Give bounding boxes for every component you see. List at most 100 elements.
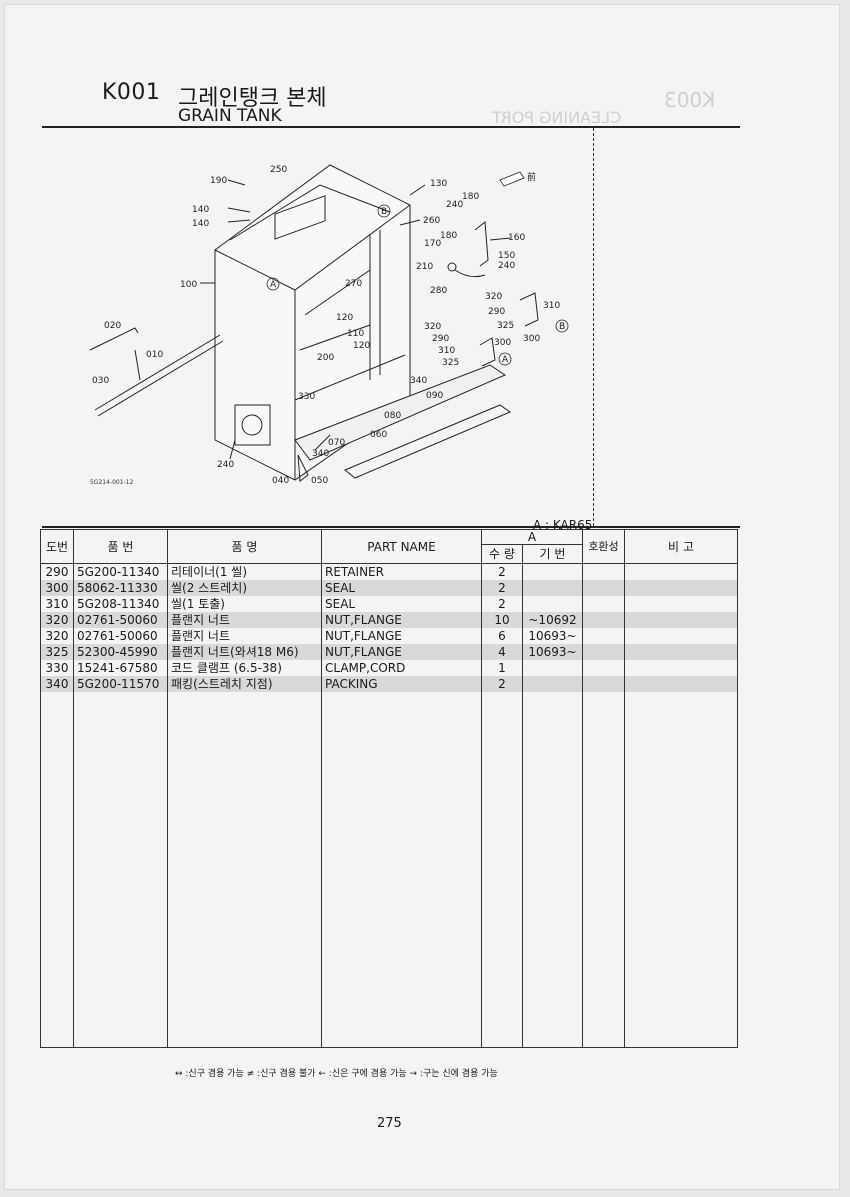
remarks-cell (624, 644, 738, 660)
callout: 300 (494, 338, 511, 348)
callout: 120 (336, 313, 353, 323)
col-serial: 기 번 (522, 544, 583, 564)
callout: 100 (180, 280, 197, 290)
ref-cell: 340 (40, 676, 74, 692)
serial-cell (522, 596, 583, 612)
part-name-en-cell: NUT,FLANGE (321, 644, 482, 660)
callout: 290 (432, 334, 449, 344)
callout: 300 (523, 334, 540, 344)
empty-cell (522, 692, 583, 1048)
section-title-korean: 그레인탱크 본체 (178, 86, 327, 111)
callout: 190 (210, 176, 227, 186)
interchange-cell (582, 628, 625, 644)
table-subheader-row: 수 량 기 번 (41, 544, 738, 564)
section-divider (593, 128, 594, 526)
callout: 325 (497, 321, 514, 331)
part-name-en-cell: CLAMP,CORD (321, 660, 482, 676)
table-header-row: 도번 품 번 품 명 PART NAME A 호환성 비 고 (40, 529, 738, 564)
serial-cell: ~10692 (522, 612, 583, 628)
interchange-cell (582, 596, 625, 612)
ref-cell: 320 (40, 628, 74, 644)
interchange-cell (582, 612, 625, 628)
callout: 320 (424, 322, 441, 332)
callout: 060 (370, 430, 387, 440)
serial-cell: 10693~ (522, 644, 583, 660)
parts-table: 도번 품 번 품 명 PART NAME A 호환성 비 고 수 량 기 번 2… (40, 529, 738, 1048)
qty-cell: 2 (481, 563, 523, 580)
part-name-kr-cell: 씰(1 토출) (167, 596, 322, 612)
qty-cell: 2 (481, 580, 523, 596)
part-name-en-cell: SEAL (321, 596, 482, 612)
ref-cell: 330 (40, 660, 74, 676)
ref-cell: 300 (40, 580, 74, 596)
part-no-cell: 5G200-11340 (73, 563, 168, 580)
part-no-cell: 5G208-11340 (73, 596, 168, 612)
ref-mark-b2: B (559, 322, 565, 332)
part-name-en-cell: SEAL (321, 580, 482, 596)
callout: 170 (424, 239, 441, 249)
qty-cell: 2 (481, 596, 523, 612)
section-code: K001 (102, 80, 161, 105)
part-name-kr-cell: 플랜지 너트 (167, 628, 322, 644)
callout: 280 (430, 286, 447, 296)
qty-cell: 10 (481, 612, 523, 628)
ghost-code: K003 (664, 88, 716, 112)
callout: 040 (272, 476, 289, 486)
part-name-kr-cell: 리테이너(1 씰) (167, 563, 322, 580)
callout: 240 (217, 460, 234, 470)
diagram-svg: A B B A 前 250 190 130 180 240 140 140 26… (89, 164, 569, 486)
remarks-cell (624, 612, 738, 628)
col-interchange: 호환성 (582, 529, 625, 564)
serial-cell (522, 676, 583, 692)
interchange-cell (582, 580, 625, 596)
empty-cell (73, 692, 168, 1048)
qty-cell: 4 (481, 644, 523, 660)
callout: 290 (488, 307, 505, 317)
callout: 110 (347, 329, 364, 339)
part-no-cell: 58062-11330 (73, 580, 168, 596)
remarks-cell (624, 628, 738, 644)
table-filler-row (40, 692, 738, 1048)
serial-cell (522, 580, 583, 596)
empty-cell (582, 692, 625, 1048)
callout: 310 (543, 301, 560, 311)
empty-cell (321, 692, 482, 1048)
part-name-en-cell: NUT,FLANGE (321, 628, 482, 644)
callout: 160 (508, 233, 525, 243)
part-name-en-cell: NUT,FLANGE (321, 612, 482, 628)
ref-cell: 320 (40, 612, 74, 628)
empty-cell (624, 692, 738, 1048)
callout: 340 (410, 376, 427, 386)
remarks-cell (624, 676, 738, 692)
callout: 250 (270, 165, 287, 175)
header-rule (42, 126, 740, 128)
part-no-cell: 02761-50060 (73, 628, 168, 644)
callout: 050 (311, 476, 328, 486)
empty-cell (481, 692, 523, 1048)
col-remarks: 비 고 (624, 529, 738, 564)
part-no-cell: 5G200-11570 (73, 676, 168, 692)
remarks-cell (624, 596, 738, 612)
callout: 020 (104, 321, 121, 331)
empty-cell (167, 692, 322, 1048)
callout: 030 (92, 376, 109, 386)
section-title-english: GRAIN TANK (178, 106, 282, 126)
drawing-code: 5G214-001-12 (90, 479, 134, 486)
serial-cell (522, 563, 583, 580)
page-number: 275 (377, 1116, 402, 1131)
interchange-cell (582, 563, 625, 580)
exploded-parts-diagram: A B B A 前 250 190 130 180 240 140 140 26… (80, 150, 580, 495)
qty-cell: 6 (481, 628, 523, 644)
callout: 240 (498, 261, 515, 271)
callout: 070 (328, 438, 345, 448)
callout: 310 (438, 346, 455, 356)
front-label: 前 (527, 171, 536, 183)
part-name-kr-cell: 씰(2 스트레치) (167, 580, 322, 596)
callout: 260 (423, 216, 440, 226)
